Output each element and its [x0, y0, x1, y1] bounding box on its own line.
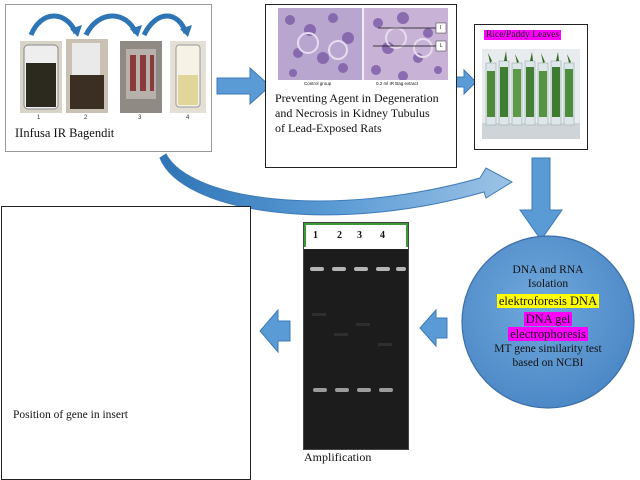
isolation-circle-text: DNA and RNA Isolation elektroforesis DNA… [462, 263, 634, 370]
gel-lane-3: 3 [357, 230, 362, 241]
position-panel: Position of gene in insert [1, 206, 251, 480]
rice-label: Rice/Paddy Leaves [484, 30, 562, 40]
histology-marker-i: I [440, 25, 442, 31]
circle-highlight-magenta-2: electrophoresis [508, 327, 588, 341]
infusa-step-1: 1 [37, 115, 41, 121]
arrow-right-2 [453, 68, 477, 96]
gel-lane-2: 2 [337, 230, 342, 241]
histology-micrograph [278, 8, 448, 88]
infusa-caption: IInfusa IR Bagendit [15, 126, 115, 140]
histology-panel: I L Control group 0.2 ml IR Bag extract … [265, 4, 457, 168]
circle-line-after-1: MT gene similarity test [494, 343, 602, 355]
gel-panel: 1 2 3 4 [303, 222, 409, 450]
histology-caption-line-1: Preventing Agent in Degeneration [275, 91, 439, 105]
histology-caption: Preventing Agent in Degeneration and Nec… [275, 91, 439, 136]
curved-arrow [159, 153, 514, 216]
infusa-process-photos [20, 13, 206, 113]
histology-label-control: Control group [304, 81, 332, 86]
gel-image [304, 223, 408, 449]
circle-line-1: DNA and RNA [512, 264, 584, 276]
arrow-left-2 [259, 308, 291, 354]
infusa-step-3: 3 [138, 115, 142, 121]
arrow-left-1 [419, 308, 448, 348]
infusa-step-2: 2 [84, 115, 88, 121]
circle-line-2: Isolation [527, 278, 569, 290]
position-caption: Position of gene in insert [13, 409, 128, 421]
arrow-right-1 [216, 66, 271, 106]
circle-highlight-yellow: elektroforesis DNA [496, 294, 600, 308]
infusa-step-4: 4 [186, 115, 190, 121]
gel-lane-4: 4 [380, 230, 385, 241]
circle-highlight-magenta-1: DNA gel [523, 312, 573, 326]
arrow-down [519, 157, 563, 241]
histology-marker-l: L [440, 43, 443, 49]
infusa-panel: 1 2 3 4 IInfusa IR Bagendit [5, 4, 212, 152]
histology-caption-line-2: and Necrosis in Kidney Tubulus [275, 106, 430, 120]
histology-label-extract: 0.2 ml IR Bag extract [376, 81, 419, 86]
circle-line-after-2: based on NCBI [512, 357, 584, 369]
gel-caption: Amplification [304, 450, 372, 464]
rice-panel: Rice/Paddy Leaves [474, 24, 588, 150]
histology-caption-line-3: of Lead-Exposed Rats [275, 121, 382, 135]
rice-tubes-photo [482, 49, 580, 139]
gel-lane-1: 1 [313, 230, 318, 241]
